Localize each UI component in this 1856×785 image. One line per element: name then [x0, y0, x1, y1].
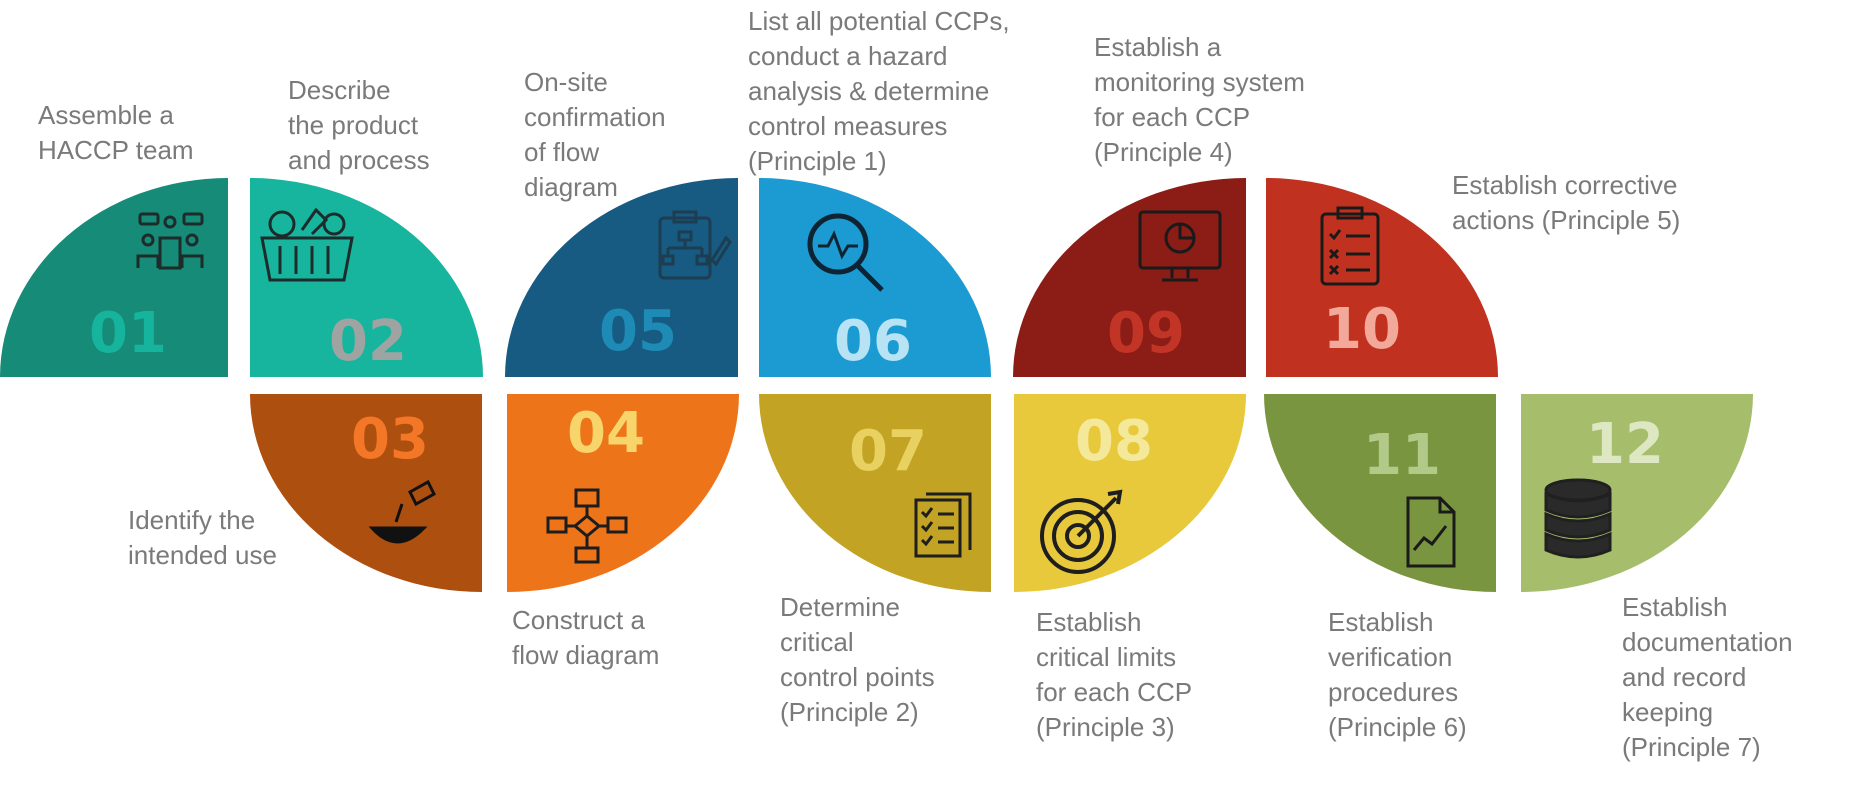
- step-04-tile: [507, 394, 739, 592]
- step-11-label: Establish verification procedures (Princ…: [1328, 607, 1467, 742]
- shopping-basket-icon: [260, 207, 354, 282]
- step-04-label: Construct a flow diagram: [512, 605, 660, 670]
- report-chart-icon: [1406, 496, 1456, 568]
- flowchart-icon: [546, 488, 628, 564]
- step-04-number: 04: [567, 401, 645, 466]
- step-03-number: 03: [351, 407, 429, 472]
- step-07-label: Determine critical control points (Princ…: [780, 592, 935, 727]
- step-05-number: 05: [599, 299, 677, 364]
- step-03-tile-arc: [250, 394, 482, 592]
- step-01-number: 01: [89, 301, 167, 366]
- step-05-tile: [505, 178, 738, 377]
- step-01-label: Assemble a HACCP team: [38, 100, 194, 165]
- clipboard-flow-icon: [658, 210, 732, 280]
- step-10-label: Establish corrective actions (Principle …: [1452, 170, 1681, 235]
- clipboard-check-icon: [1320, 206, 1380, 286]
- mixing-bowl-icon: [368, 479, 436, 544]
- magnifier-analysis-icon: [807, 213, 884, 292]
- step-06-label: List all potential CCPs, conduct a hazar…: [748, 6, 1010, 176]
- step-07-tile: [759, 394, 991, 592]
- step-06-number: 06: [834, 309, 912, 374]
- step-03-label: Identify the intended use: [128, 505, 277, 570]
- step-12-label: Establish documentation and record keepi…: [1622, 592, 1793, 762]
- step-12-number: 12: [1586, 412, 1664, 477]
- step-02-tile: [250, 178, 483, 377]
- step-10-tile: [1266, 178, 1498, 377]
- step-09-label: Establish a monitoring system for each C…: [1094, 32, 1305, 167]
- step-07-number: 07: [849, 419, 927, 484]
- target-icon: [1040, 489, 1123, 574]
- step-11-tile: [1264, 394, 1496, 592]
- step-08-number: 08: [1075, 409, 1153, 474]
- monitor-chart-icon: [1138, 210, 1222, 282]
- team-meeting-icon: [136, 212, 204, 270]
- checklist-icon: [914, 492, 972, 558]
- step-09-number: 09: [1107, 301, 1185, 366]
- step-05-label: On-site confirmation of flow diagram: [524, 67, 666, 202]
- step-08-label: Establish critical limits for each CCP (…: [1036, 607, 1193, 742]
- step-02-number: 02: [329, 309, 407, 374]
- step-02-label: Describe the product and process: [288, 75, 430, 175]
- database-icon: [1544, 478, 1612, 559]
- step-10-number: 10: [1323, 297, 1401, 362]
- step-11-number: 11: [1363, 423, 1441, 488]
- step-08-tile: [1014, 394, 1246, 592]
